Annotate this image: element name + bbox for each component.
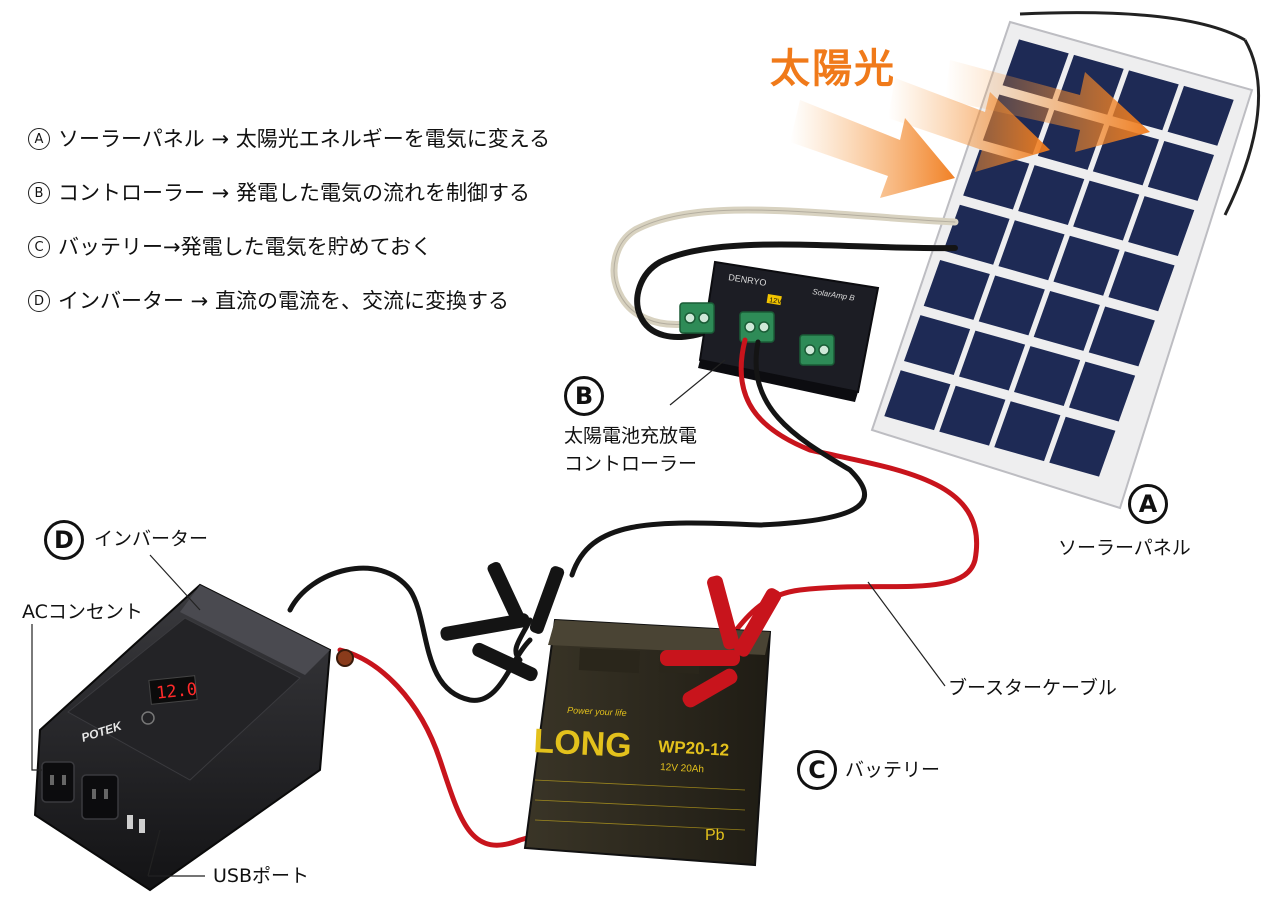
solar-cell — [1147, 141, 1214, 201]
solar-cell — [1167, 85, 1234, 146]
battery-label: バッテリー — [845, 759, 941, 781]
legend-item-a: A ソーラーパネル → 太陽光エネルギーを電気に変える — [28, 112, 628, 166]
legend-text: インバーター → 直流の電流を、交流に変換する — [58, 289, 509, 313]
controller-terminal-load — [799, 334, 835, 366]
solar-cell — [1014, 346, 1081, 406]
solar-cell — [1088, 306, 1155, 367]
svg-text:Pb: Pb — [705, 827, 725, 844]
controller-badge: B — [564, 376, 604, 416]
callout-lines — [31, 359, 946, 877]
solar-cell — [943, 204, 1010, 265]
solar-cell — [994, 401, 1061, 462]
legend-mark: B — [28, 182, 50, 204]
sunlight-arrows — [790, 60, 1150, 198]
controller-voltage: 12V — [769, 297, 783, 306]
legend-text: ソーラーパネル → 太陽光エネルギーを電気に変える — [58, 127, 551, 151]
usb-port-label: USBポート — [213, 865, 310, 887]
battery-model: WP20-12 — [658, 737, 730, 760]
battery-brand: LONG — [533, 722, 633, 765]
inverter-label: インバーター — [94, 528, 209, 550]
red-clamp — [660, 575, 782, 708]
solar-cell — [923, 259, 990, 320]
legend-item-c: C バッテリー→発電した電気を貯めておく — [28, 220, 628, 274]
sunlight-label: 太陽光 — [770, 46, 896, 92]
black-clamp — [440, 561, 565, 682]
legend: A ソーラーパネル → 太陽光エネルギーを電気に変える B コントローラー → … — [28, 112, 628, 328]
ac-outlets — [41, 761, 119, 820]
inverter-display: 12.0 — [155, 680, 198, 704]
solar-cell — [1108, 251, 1175, 312]
panel-wires — [610, 206, 959, 340]
solar-cell — [1128, 196, 1195, 257]
panel-badge: A — [1128, 484, 1168, 524]
legend-item-b: B コントローラー → 発電した電気の流れを制御する — [28, 166, 628, 220]
controller-terminal-panel — [679, 302, 715, 334]
solar-cell — [1069, 361, 1136, 422]
legend-mark: D — [28, 290, 50, 312]
solar-panel — [870, 11, 1260, 510]
inverter: 12.0 POTEK — [33, 583, 354, 892]
solar-cell — [884, 370, 951, 431]
controller-label-line2: コントローラー — [564, 453, 698, 475]
inverter-badge: D — [44, 520, 84, 560]
charge-controller: DENRYO SolarAmp B 12V — [679, 260, 880, 402]
legend-mark: C — [28, 236, 50, 258]
solar-cell — [978, 275, 1045, 336]
solar-cell — [959, 330, 1026, 391]
booster-cable-label: ブースターケーブル — [948, 677, 1117, 699]
battery-tagline: Power your life — [567, 705, 627, 718]
solar-cell — [1033, 290, 1100, 351]
legend-mark: A — [28, 128, 50, 150]
controller-label-line1: 太陽電池充放電 — [564, 425, 698, 447]
panel-label: ソーラーパネル — [1058, 537, 1191, 559]
solar-cell — [1018, 165, 1085, 226]
solar-cell — [904, 315, 971, 375]
ac-outlet-label: ACコンセント — [22, 601, 143, 623]
solar-cell — [939, 385, 1006, 446]
controller-terminal-battery — [739, 311, 775, 343]
battery-spec: 12V 20Ah — [660, 762, 704, 775]
usb-ports — [127, 815, 145, 833]
legend-text: バッテリー→発電した電気を貯めておく — [58, 235, 432, 259]
battery-badge: C — [797, 750, 837, 790]
battery: LONG Power your life WP20-12 12V 20Ah Pb — [523, 618, 772, 867]
legend-text: コントローラー → 発電した電気の流れを制御する — [58, 181, 530, 205]
solar-cell — [1053, 235, 1120, 296]
solar-cell — [1049, 416, 1116, 477]
solar-cell — [998, 220, 1065, 281]
solar-cell — [1073, 180, 1140, 241]
legend-item-d: D インバーター → 直流の電流を、交流に変換する — [28, 274, 628, 328]
